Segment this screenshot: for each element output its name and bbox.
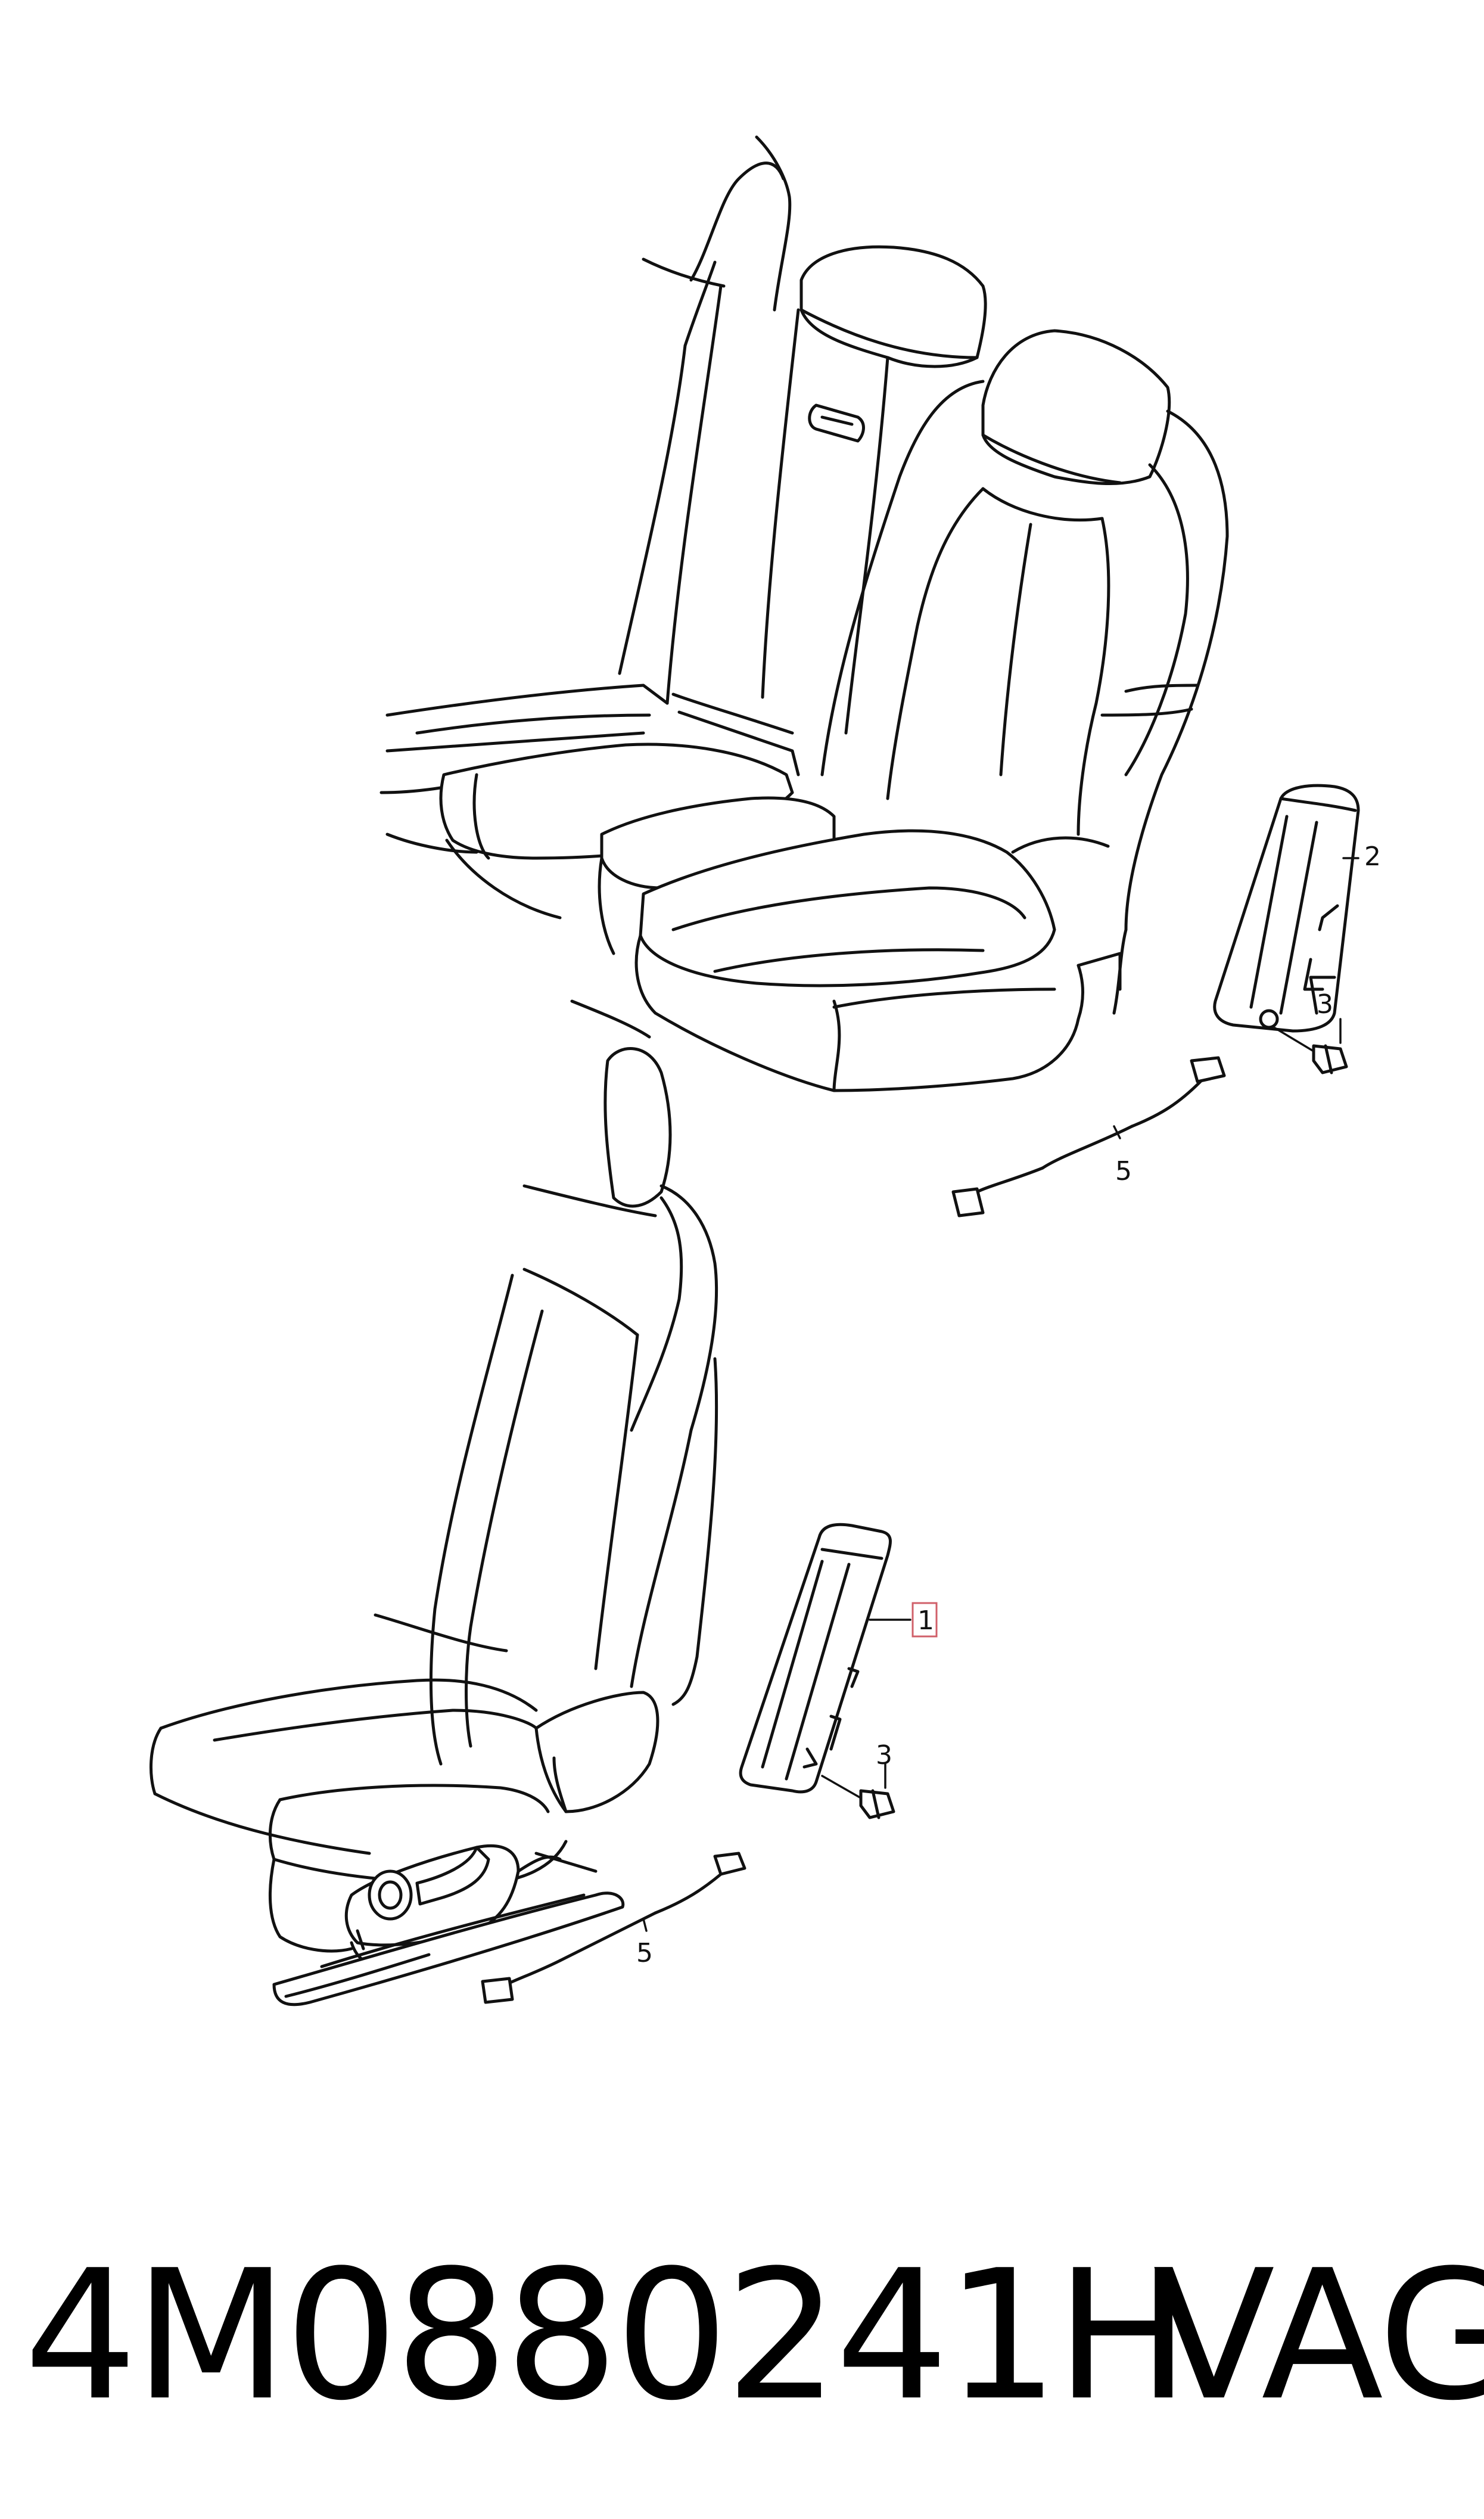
rear-seat-bench <box>379 135 1229 1092</box>
front-side-airbag-part-1 <box>739 1523 892 1794</box>
callout-3-front: 3 <box>876 1740 892 1771</box>
screw-icon <box>821 1763 895 1819</box>
wiring-harness-rear <box>951 1056 1226 1217</box>
callout-3-rear: 3 <box>1317 989 1333 1020</box>
screw-icon <box>1274 1018 1348 1074</box>
brand-label: VAG <box>1153 2232 1484 2440</box>
callout-2: 2 <box>1364 841 1381 872</box>
rear-side-airbag-part-2 <box>1213 784 1360 1033</box>
front-seat <box>150 999 718 2006</box>
wiring-harness-front <box>481 1852 746 2004</box>
callout-1: 1 <box>917 1605 934 1636</box>
callout-1-box <box>911 1602 938 1638</box>
callout-5-rear: 5 <box>1115 1156 1132 1186</box>
part-number: 4M0880241H <box>24 2232 1190 2440</box>
callout-5-front: 5 <box>636 1938 653 1968</box>
